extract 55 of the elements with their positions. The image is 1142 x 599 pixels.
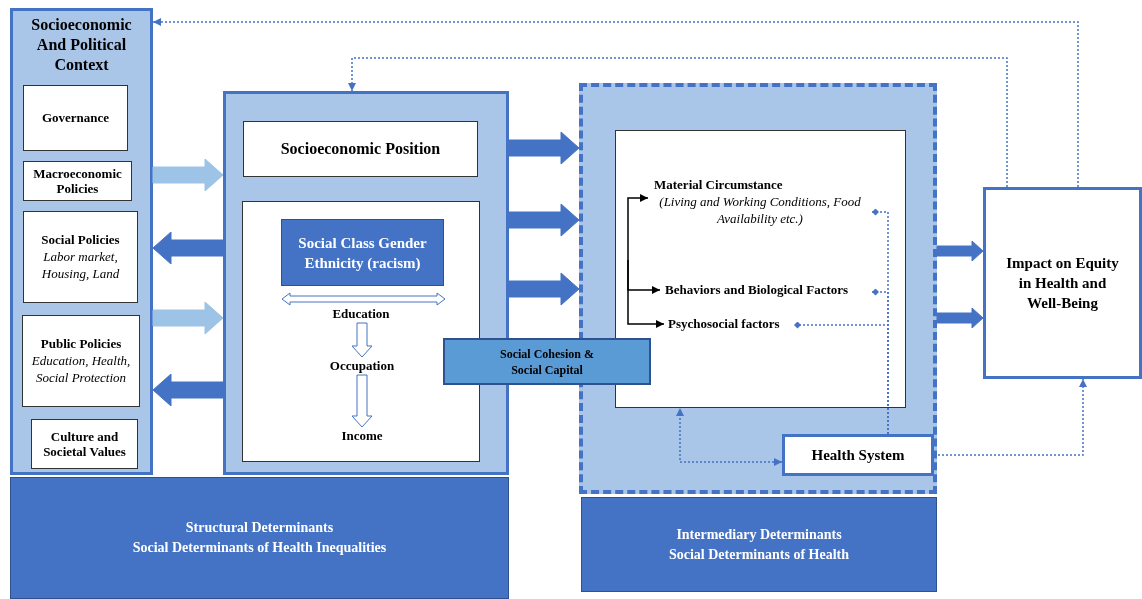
panel-title: Structural Determinants [184,519,335,537]
content-box [242,201,480,462]
arrow [627,259,665,328]
block-arrow [152,301,224,335]
panel-title: Intermediary Determinants [675,525,843,544]
block-arrow [152,373,224,407]
determinants-banner [581,497,937,592]
box-label: Governance [41,109,110,128]
step-label: Income [341,427,383,446]
content-box [615,130,906,408]
block-arrow [936,307,984,329]
dotted-arrow [348,57,1008,188]
text-box [23,161,132,201]
text-box [782,434,934,476]
factor-heading: Material Circumstance [653,176,784,193]
text-box [22,315,140,407]
box-label: Socioeconomic Position [280,139,441,159]
block-arrow [936,240,984,262]
panel-subtitle: Social Determinants of Health Inequalities [132,539,387,557]
box-heading: Social Policies [40,232,121,248]
text-box [23,85,128,151]
text-box [443,338,651,385]
dotted-arrow [676,407,783,466]
box-label: Macroeconomic Policies [32,166,123,196]
box-description: Education, Health, Social Protection [30,352,132,386]
dotted-arrow [152,18,1079,188]
block-arrow [508,131,580,165]
text-box [23,211,138,303]
text-box [983,187,1142,379]
box-heading: Public Policies [39,336,123,352]
block-arrow [351,322,373,358]
panel-title: Socioeconomic And Political Context [30,15,133,75]
block-arrow [152,158,224,192]
block-arrow [152,231,224,265]
box-label: Culture and Societal Values [42,429,127,459]
determinants-banner [10,477,509,599]
box-label: Health System [811,445,905,465]
factor-label: Psychosocial factors [667,315,780,334]
factor-label: Behaviors and Biological Factors [664,281,849,300]
step-label: Occupation [329,357,395,376]
text-box [31,419,138,469]
box-description: Labor market, Housing, Land [40,248,121,282]
block-arrow [351,374,373,428]
block-arrow [508,203,580,237]
arrow [627,194,649,261]
panel-subtitle: Social Determinants of Health [669,545,849,564]
box-label: Social Cohesion & Social Capital [499,345,595,378]
block-arrow [508,272,580,306]
box-label: Impact on Equity in Health and Well-Being [1005,254,1120,313]
step-label: Education [332,305,390,324]
text-box [243,121,478,177]
factor-description: (Living and Working Conditions, Food Availability etc.) [658,193,862,227]
text-box [281,219,444,286]
box-label: Social Class Gender Ethnicity (racism) [297,233,428,273]
context-panel [10,8,153,475]
